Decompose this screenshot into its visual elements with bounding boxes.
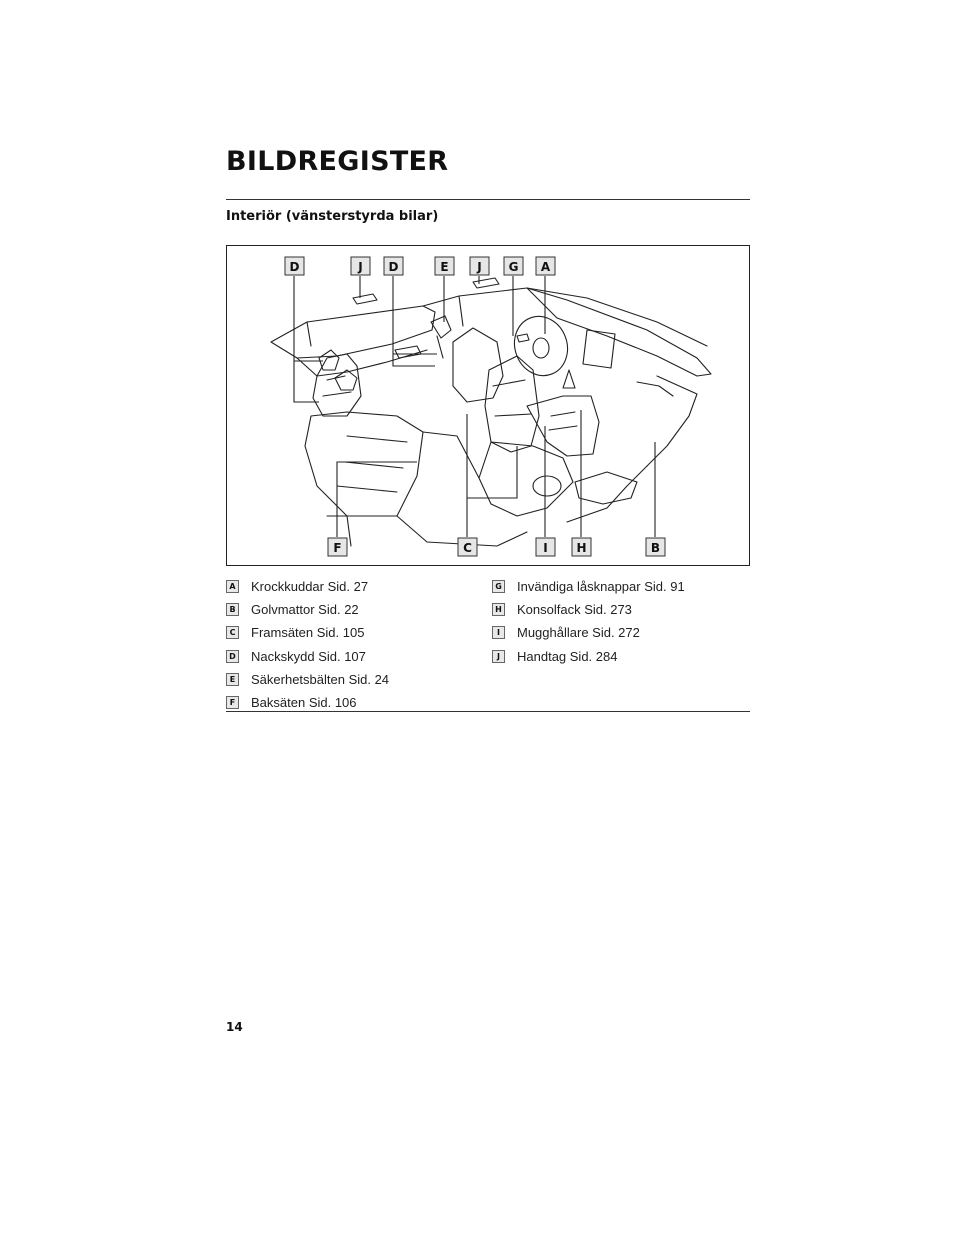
callout-e: E <box>440 260 448 274</box>
section-heading: Interiör (vänsterstyrda bilar) <box>226 209 439 224</box>
callout-h: H <box>576 541 586 555</box>
page-number: 14 <box>226 1020 243 1034</box>
legend-column-left: A Krockkuddar Sid. 27 B Golvmattor Sid. … <box>226 575 389 714</box>
legend-item-b[interactable]: B Golvmattor Sid. 22 <box>226 598 389 621</box>
legend-text: Framsäten Sid. 105 <box>251 625 365 641</box>
legend-text: Mugghållare Sid. 272 <box>517 625 640 641</box>
door-lock-button <box>516 333 530 343</box>
legend-item-a[interactable]: A Krockkuddar Sid. 27 <box>226 575 389 598</box>
legend-item-c[interactable]: C Framsäten Sid. 105 <box>226 621 389 644</box>
roof-edge <box>422 287 708 347</box>
legend-text: Nackskydd Sid. 107 <box>251 648 366 664</box>
legend-key: J <box>492 649 505 663</box>
steering-wheel <box>513 315 569 377</box>
page-title: BILDREGISTER <box>226 146 449 177</box>
legend-item-h[interactable]: H Konsolfack Sid. 273 <box>492 598 685 621</box>
callout-c: C <box>463 541 472 555</box>
legend-key: C <box>226 626 239 640</box>
rear-headrest-center <box>334 369 358 391</box>
rear-door-handle <box>352 293 378 305</box>
legend-text: Säkerhetsbälten Sid. 24 <box>251 671 390 687</box>
legend: A Krockkuddar Sid. 27 B Golvmattor Sid. … <box>226 575 750 711</box>
rear-headrest-left <box>318 349 340 371</box>
legend-key: G <box>492 580 505 594</box>
callout-b: B <box>651 541 660 555</box>
legend-column-right: G Invändiga låsknappar Sid. 91 H Konsolf… <box>492 575 685 668</box>
legend-text: Krockkuddar Sid. 27 <box>251 579 369 595</box>
front-door-handle <box>472 277 500 289</box>
callout-d-right: D <box>389 260 399 274</box>
legend-text: Golvmattor Sid. 22 <box>251 602 359 618</box>
front-seat-driver-back <box>452 327 504 403</box>
callout-j-right: J <box>476 260 481 274</box>
legend-item-d[interactable]: D Nackskydd Sid. 107 <box>226 645 389 668</box>
dashboard <box>526 287 712 377</box>
interior-illustration: D J D E J G A F C I H B <box>226 245 750 566</box>
front-seat-passenger-cushion <box>478 441 574 517</box>
legend-bottom-rule <box>226 711 750 712</box>
rear-seat-cushion <box>304 411 424 517</box>
callout-j-left: J <box>357 260 362 274</box>
callout-i: I <box>543 541 547 555</box>
legend-key: H <box>492 603 505 617</box>
floor <box>574 471 638 505</box>
callout-d-left: D <box>290 260 300 274</box>
title-rule <box>226 199 750 200</box>
shifter <box>562 369 576 389</box>
front-headrest-driver <box>430 315 452 339</box>
callout-g: G <box>509 260 519 274</box>
legend-key: D <box>226 649 239 663</box>
legend-text: Handtag Sid. 284 <box>517 648 618 664</box>
legend-key: B <box>226 603 239 617</box>
legend-item-e[interactable]: E Säkerhetsbälten Sid. 24 <box>226 668 389 691</box>
rear-door-opener <box>394 345 422 359</box>
center-screen <box>582 329 616 369</box>
legend-item-g[interactable]: G Invändiga låsknappar Sid. 91 <box>492 575 685 598</box>
legend-text: Baksäten Sid. 106 <box>251 695 357 711</box>
legend-key: I <box>492 626 505 640</box>
legend-key: A <box>226 580 239 594</box>
legend-item-f[interactable]: F Baksäten Sid. 106 <box>226 691 389 714</box>
rear-seat-back <box>312 353 362 417</box>
callout-f: F <box>333 541 341 555</box>
legend-text: Invändiga låsknappar Sid. 91 <box>517 579 685 595</box>
legend-item-i[interactable]: I Mugghållare Sid. 272 <box>492 621 685 644</box>
center-console <box>526 395 600 457</box>
legend-key: E <box>226 672 239 686</box>
legend-text: Konsolfack Sid. 273 <box>517 602 632 618</box>
rear-side-panel <box>270 305 436 359</box>
legend-item-j[interactable]: J Handtag Sid. 284 <box>492 645 685 668</box>
legend-key: F <box>226 696 239 710</box>
callout-a: A <box>541 260 551 274</box>
front-seat-passenger-back <box>484 355 540 453</box>
